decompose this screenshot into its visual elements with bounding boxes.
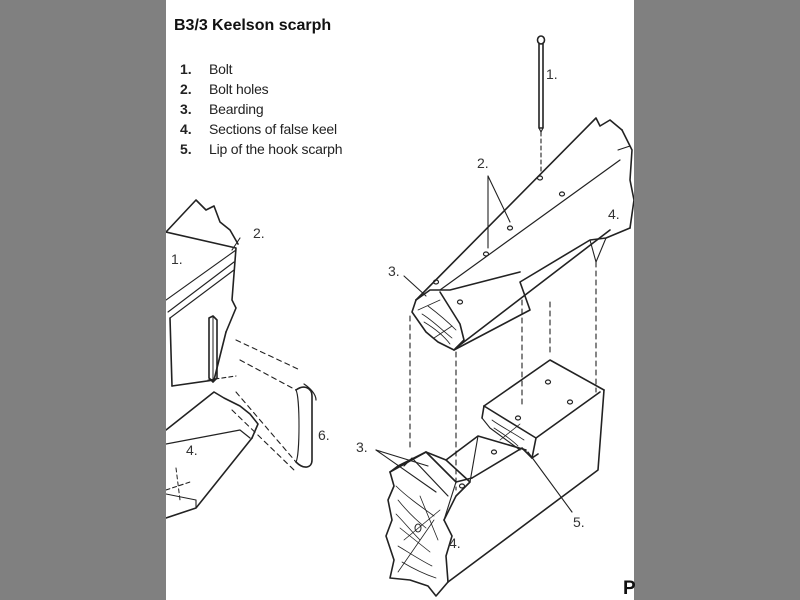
legend-text: Sections of false keel	[209, 121, 337, 137]
callout-bearding-upper: 3.	[388, 263, 400, 279]
legend-number: 2.	[180, 81, 192, 97]
leader-lines	[231, 175, 573, 513]
right-projection-lines	[409, 261, 597, 491]
callout-false-keel-upper: 4.	[608, 206, 620, 222]
legend-item: 1. Bolt	[180, 59, 342, 79]
legend-item: 5. Lip of the hook scarph	[180, 139, 343, 159]
legend-number: 3.	[180, 101, 192, 117]
legend-text: Bearding	[209, 101, 264, 117]
upper-keelson-section	[411, 117, 634, 351]
callout-left-4: 4.	[186, 442, 198, 458]
legend-number: 4.	[180, 121, 192, 137]
legend-number: 1.	[180, 61, 192, 77]
bolt-holes-upper	[432, 175, 566, 305]
callout-lip: 5.	[573, 514, 585, 530]
legend-item: 3. Bearding	[180, 99, 342, 119]
left-timber-view	[166, 199, 259, 519]
legend-text: Bolt	[209, 61, 233, 77]
callout-bearding-lower: 3.	[356, 439, 368, 455]
callout-bolt: 1.	[546, 66, 558, 82]
top-bolt	[536, 35, 546, 173]
callout-left-6: 6.	[318, 427, 330, 443]
callout-left-2: 2.	[253, 225, 265, 241]
legend-text: Bolt holes	[209, 81, 269, 97]
legend-item: 2. Bolt holes	[180, 79, 342, 99]
callout-false-keel-lower: 4.	[449, 535, 461, 551]
legend: 1. Bolt 2. Bolt holes 3. Bearding 4. Section…	[180, 59, 343, 159]
legend-number: 5.	[180, 141, 192, 157]
callout-left-1: 1.	[171, 251, 183, 267]
callout-bolt-holes: 2.	[477, 155, 489, 171]
lower-keelson-section	[385, 359, 605, 597]
legend-text: Lip of the hook scarph	[209, 141, 343, 157]
left-bolt	[208, 315, 218, 383]
figure-title-text: Keelson scarph	[212, 17, 332, 34]
left-projection-lines	[231, 339, 301, 471]
drawing-sheet	[166, 0, 634, 600]
corner-mark: P	[623, 578, 636, 599]
bolt-holes-lower	[458, 379, 574, 489]
figure-code: B3/3	[174, 17, 208, 34]
legend-item: 4. Sections of false keel	[180, 119, 342, 139]
staple-part	[295, 383, 317, 468]
